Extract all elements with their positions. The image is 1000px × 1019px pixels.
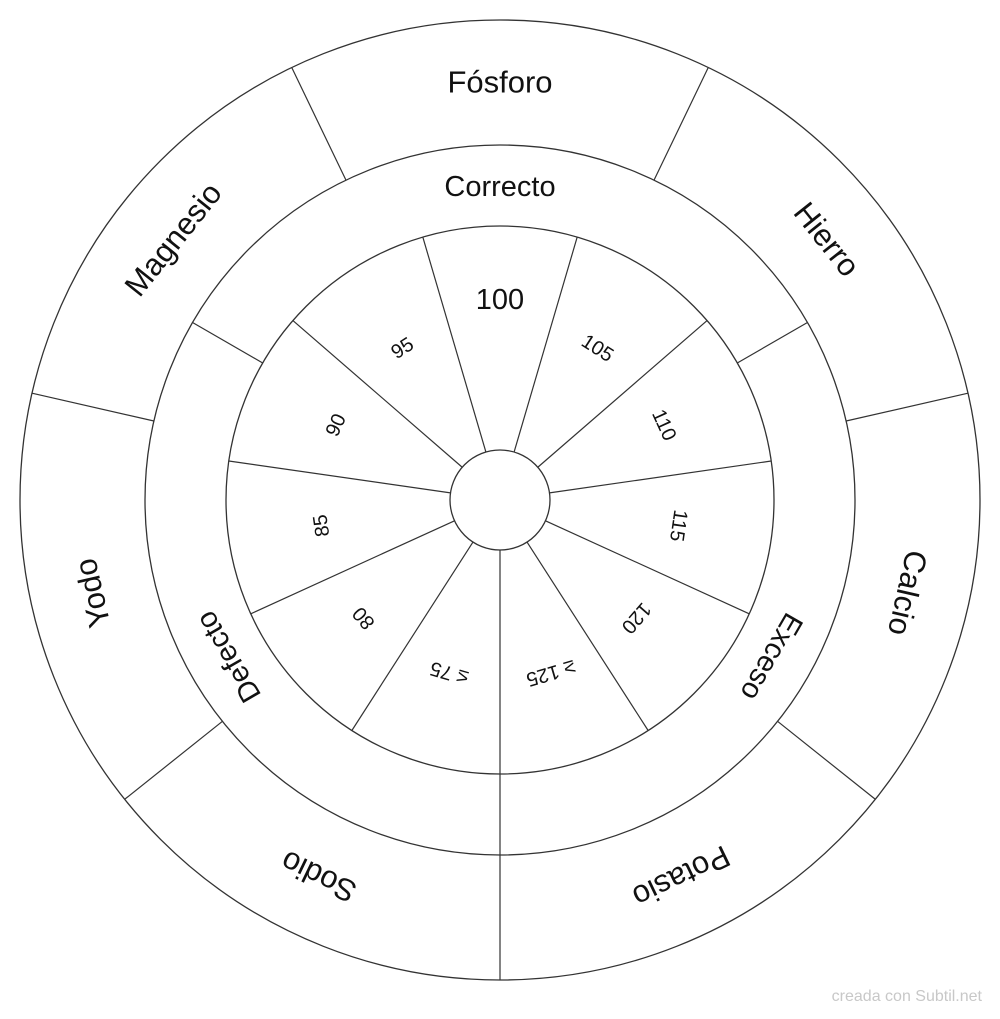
inner-label-110: 110 — [647, 406, 680, 444]
outer-label-calcio: Calcio — [881, 547, 934, 639]
outer-label-magnesio: Magnesio — [118, 176, 229, 303]
inner-label-125: ≥ 125 — [524, 655, 578, 690]
inner-divider — [549, 460, 772, 494]
middle-ring-labels: Correcto Exceso Defecto — [190, 171, 809, 708]
middle-divider — [736, 321, 808, 364]
inner-divider — [422, 236, 487, 453]
middle-divider — [192, 321, 264, 364]
inner-label-75: ≤ 75 — [428, 657, 471, 689]
outer-label-yodo: Yodo — [68, 555, 118, 631]
inner-label-80: 80 — [348, 602, 379, 633]
middle-label-correcto: Correcto — [444, 171, 555, 203]
inner-label-100: 100 — [476, 284, 524, 316]
inner-divider — [351, 541, 474, 731]
outer-label-potasio: Potasio — [627, 838, 735, 914]
outer-label-hierro: Hierro — [787, 195, 867, 283]
inner-divider — [526, 541, 649, 731]
inner-divider — [513, 236, 578, 453]
outer-divider — [845, 392, 969, 422]
inner-divider — [292, 320, 463, 468]
inner-divider — [250, 520, 455, 615]
credit-footer: creada con Subtil.net — [831, 988, 982, 1005]
outer-label-fosforo: Fósforo — [447, 65, 552, 100]
outer-divider — [653, 67, 709, 181]
inner-label-85: 85 — [309, 513, 334, 538]
inner-label-105: 105 — [577, 330, 617, 367]
inner-divider — [545, 520, 750, 615]
outer-label-sodio: Sodio — [275, 844, 362, 910]
inner-divider — [228, 460, 451, 494]
wheel-dividers — [31, 67, 969, 980]
inner-label-95: 95 — [387, 333, 418, 364]
outer-divider — [777, 720, 876, 800]
outer-divider — [124, 720, 223, 800]
inner-divider — [537, 320, 708, 468]
hub-circle — [449, 449, 551, 551]
outer-divider — [31, 392, 155, 422]
inner-label-120: 120 — [617, 598, 655, 638]
inner-label-90: 90 — [322, 411, 351, 440]
inner-label-115: 115 — [665, 508, 691, 543]
outer-divider — [291, 67, 347, 181]
